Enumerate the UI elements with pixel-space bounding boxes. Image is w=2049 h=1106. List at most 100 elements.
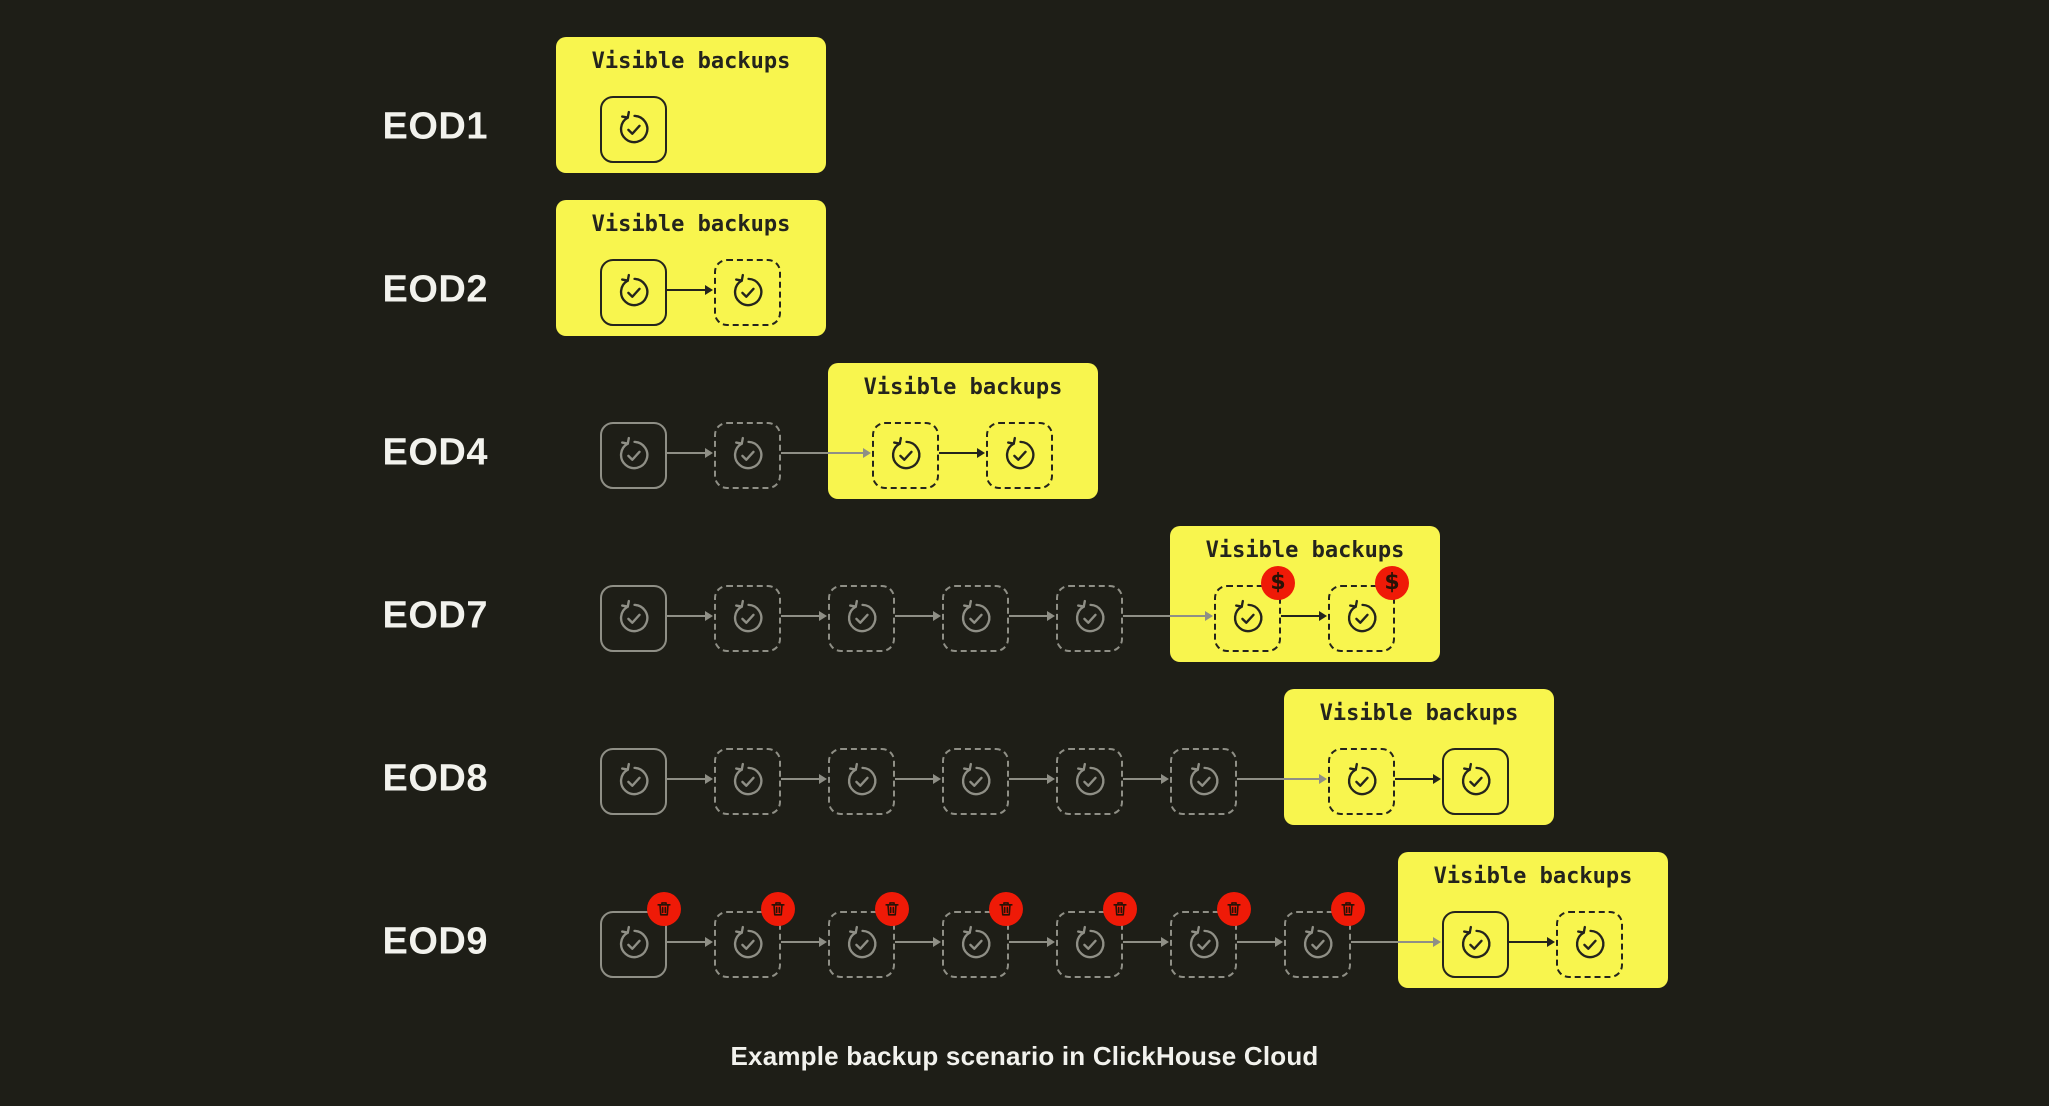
restore-arrow-check-icon [1075, 762, 1104, 796]
arrow-connector [1395, 777, 1433, 781]
arrow-connector [667, 451, 705, 455]
arrow-connector [1237, 777, 1319, 781]
restore-arrow-check-icon [733, 925, 762, 959]
backup-icon-incremental [1328, 584, 1395, 652]
row-label: EOD4 [382, 431, 488, 474]
backup-icon-incremental [1056, 747, 1123, 815]
restore-arrow-check-icon [733, 436, 762, 470]
restore-arrow-check-icon [1075, 599, 1104, 633]
backup-icon-incremental [828, 747, 895, 815]
arrow-connector [1351, 940, 1433, 944]
restore-arrow-check-icon [1005, 436, 1034, 470]
restore-arrow-check-icon [1189, 762, 1218, 796]
backup-icon-incremental [1556, 910, 1623, 978]
backup-icon-incremental [1170, 910, 1237, 978]
visible-backups-box: Visible backups [556, 200, 826, 336]
restore-arrow-check-icon [733, 273, 762, 307]
row-label: EOD7 [382, 594, 488, 637]
arrow-connector [1009, 777, 1047, 781]
arrow-connector [939, 451, 977, 455]
trash-icon [657, 902, 671, 916]
restore-arrow-check-icon [619, 762, 648, 796]
restore-arrow-check-icon [961, 762, 990, 796]
restore-arrow-check-icon [891, 436, 920, 470]
visible-backups-label: Visible backups [591, 49, 791, 74]
backup-icon-full [600, 258, 667, 326]
restore-arrow-check-icon [961, 925, 990, 959]
restore-arrow-check-icon [619, 925, 648, 959]
dollar-icon: $ [1384, 570, 1400, 595]
trash-badge [989, 892, 1023, 926]
arrow-connector [895, 940, 933, 944]
backup-icon-full [600, 747, 667, 815]
trash-icon [1227, 902, 1241, 916]
backup-icon-full [600, 421, 667, 489]
backup-icon-incremental [986, 421, 1053, 489]
arrow-connector [1009, 614, 1047, 618]
backup-icon-incremental [942, 584, 1009, 652]
restore-arrow-check-icon [1075, 925, 1104, 959]
trash-badge [1217, 892, 1251, 926]
trash-badge [1103, 892, 1137, 926]
backup-icon-incremental [714, 584, 781, 652]
visible-backups-label: Visible backups [1319, 701, 1519, 726]
restore-arrow-check-icon [1461, 762, 1490, 796]
row-label: EOD1 [382, 105, 488, 148]
arrow-connector [1123, 940, 1161, 944]
arrow-connector [667, 288, 705, 292]
trash-icon [999, 902, 1013, 916]
backup-icon-incremental [1056, 584, 1123, 652]
backup-icon-full [600, 584, 667, 652]
arrow-connector [667, 940, 705, 944]
restore-arrow-check-icon [1233, 599, 1262, 633]
backup-icon-incremental [828, 584, 895, 652]
backup-icon-incremental [714, 421, 781, 489]
visible-backups-box: Visible backups [556, 37, 826, 173]
visible-backups-label: Visible backups [591, 212, 791, 237]
backup-icon-incremental [1056, 910, 1123, 978]
restore-arrow-check-icon [1347, 762, 1376, 796]
restore-arrow-check-icon [847, 925, 876, 959]
arrow-connector [781, 940, 819, 944]
backup-icon-full [600, 95, 667, 163]
row-label: EOD2 [382, 268, 488, 311]
visible-backups-box: Visible backups [1398, 852, 1668, 988]
backup-icon-full [600, 910, 667, 978]
arrow-connector [895, 777, 933, 781]
arrow-connector [1123, 777, 1161, 781]
trash-icon [1113, 902, 1127, 916]
trash-icon [1341, 902, 1355, 916]
row-label: EOD9 [382, 920, 488, 963]
restore-arrow-check-icon [847, 762, 876, 796]
arrow-connector [781, 614, 819, 618]
restore-arrow-check-icon [733, 599, 762, 633]
row-label: EOD8 [382, 757, 488, 800]
restore-arrow-check-icon [847, 599, 876, 633]
restore-arrow-check-icon [619, 599, 648, 633]
restore-arrow-check-icon [961, 599, 990, 633]
backup-icon-full [1442, 747, 1509, 815]
restore-arrow-check-icon [619, 110, 648, 144]
backup-icon-incremental [942, 747, 1009, 815]
restore-arrow-check-icon [1575, 925, 1604, 959]
arrow-connector [1237, 940, 1275, 944]
dollar-icon: $ [1270, 570, 1286, 595]
dollar-badge: $ [1261, 566, 1295, 600]
visible-backups-label: Visible backups [1433, 864, 1633, 889]
restore-arrow-check-icon [619, 436, 648, 470]
restore-arrow-check-icon [619, 273, 648, 307]
arrow-connector [667, 777, 705, 781]
trash-badge [647, 892, 681, 926]
trash-badge [761, 892, 795, 926]
arrow-connector [781, 451, 863, 455]
restore-arrow-check-icon [1303, 925, 1332, 959]
backup-icon-incremental [1170, 747, 1237, 815]
arrow-connector [1281, 614, 1319, 618]
trash-icon [771, 902, 785, 916]
arrow-connector [1009, 940, 1047, 944]
trash-badge [875, 892, 909, 926]
trash-badge [1331, 892, 1365, 926]
restore-arrow-check-icon [733, 762, 762, 796]
